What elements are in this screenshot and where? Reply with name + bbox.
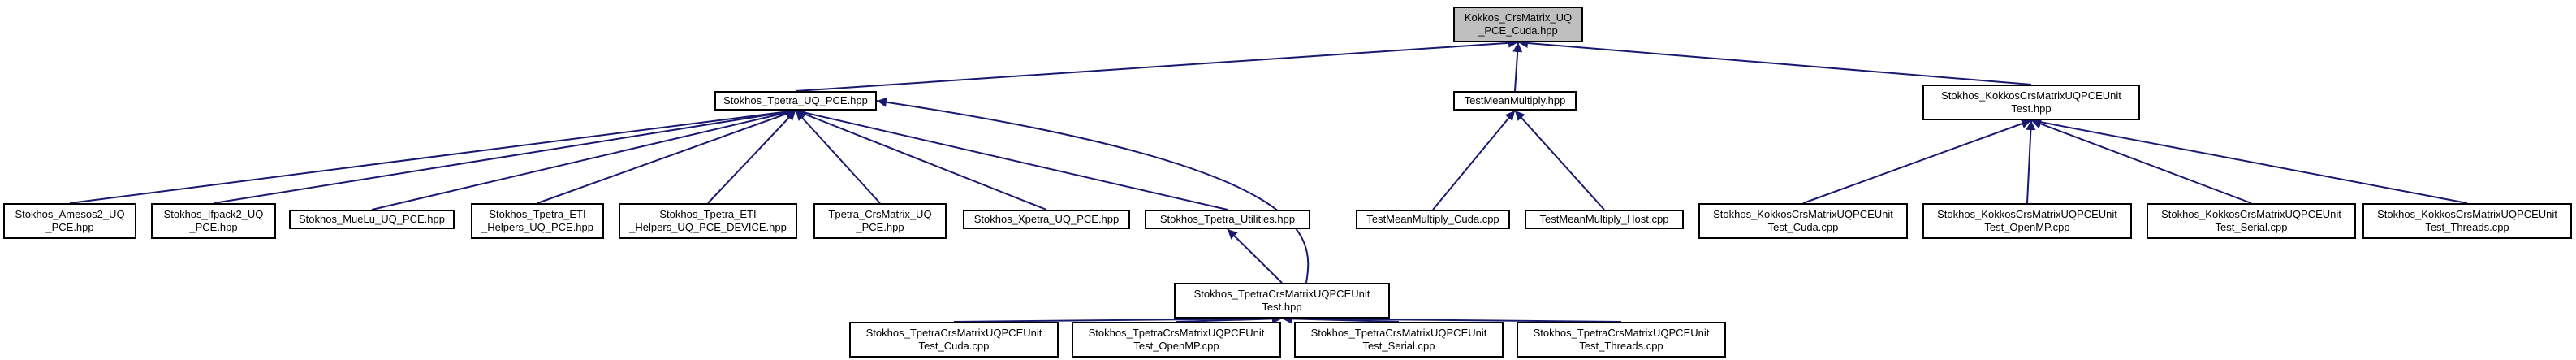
graph-node-label: Stokhos_TpetraCrsMatrixUQPCEUnit [1310,327,1487,339]
graph-node-tpetra-crs[interactable]: Tpetra_CrsMatrix_UQ_PCE.hpp [813,203,947,239]
graph-edge-xpetra-to-tpetra-uq [795,109,1047,210]
graph-node-muelu[interactable]: Stokhos_MueLu_UQ_PCE.hpp [289,210,455,229]
graph-node-label: _PCE.hpp [189,221,238,233]
graph-node-label: Stokhos_KokkosCrsMatrixUQPCEUnit [1937,208,2117,220]
graph-node-label: _Helpers_UQ_PCE_DEVICE.hpp [629,221,787,233]
graph-edge-tpetra-unit-to-tpetra-utils [1227,228,1283,284]
graph-node-label: Kokkos_CrsMatrix_UQ [1464,11,1573,24]
graph-edge-k-cuda-to-kokkos-unit [1802,119,2032,204]
graph-edge-k-threads-to-kokkos-unit [2030,117,2468,204]
graph-node-label: Test_Serial.cpp [1362,340,1435,352]
graph-edge-tpetra-utils-to-tpetra-uq [795,107,1228,210]
graph-edge-meanmult-to-root [1512,41,1523,92]
graph-node-label: _PCE_Cuda.hpp [1478,24,1558,37]
graph-edge-mm-host-to-meanmult [1514,110,1605,210]
graph-edge-mm-cuda-to-meanmult [1432,110,1516,210]
graph-edge-ifpack2-to-tpetra-uq [213,106,796,204]
graph-node-label: Test.hpp [1262,301,1302,313]
graph-node-label: Stokhos_Tpetra_ETI [659,208,757,220]
graph-node-meanmult[interactable]: TestMeanMultiply.hpp [1453,91,1577,111]
graph-node-label: Test_Serial.cpp [2215,221,2288,233]
graph-node-label: Stokhos_KokkosCrsMatrixUQPCEUnit [2161,208,2341,220]
graph-edge-kokkos-unit-to-root [1517,38,2032,85]
graph-node-label: Tpetra_CrsMatrix_UQ [828,208,932,220]
graph-edge-t-openmp-to-tpetra-unit [1176,314,1283,324]
graph-edge-t-threads-to-tpetra-unit [1281,314,1622,324]
graph-node-label: _PCE.hpp [856,221,904,233]
graph-node-label: Test_Cuda.cpp [918,340,990,352]
graph-node-eti-helpers[interactable]: Stokhos_Tpetra_ETI_Helpers_UQ_PCE.hpp [471,203,604,239]
graph-node-label: Stokhos_Amesos2_UQ [15,208,125,220]
graph-node-label: Stokhos_TpetraCrsMatrixUQPCEUnit [1533,327,1710,339]
graph-node-label: Stokhos_Tpetra_ETI [489,208,586,220]
graph-node-root: Kokkos_CrsMatrix_UQ_PCE_Cuda.hpp [1453,7,1583,42]
graph-node-label: TestMeanMultiply.hpp [1464,94,1566,106]
graph-edge-muelu-to-tpetra-uq [371,107,796,210]
graph-node-label: Test_OpenMP.cpp [1133,340,1219,352]
graph-node-label: Test_OpenMP.cpp [1984,221,2070,233]
graph-edge-t-cuda-to-tpetra-unit [953,314,1283,324]
graph-node-label: _Helpers_UQ_PCE.hpp [481,221,594,233]
graph-node-tpetra-uq[interactable]: Stokhos_Tpetra_UQ_PCE.hpp [714,91,877,111]
graph-node-label: Test_Cuda.cpp [1767,221,1839,233]
graph-node-ifpack2[interactable]: Stokhos_Ifpack2_UQ_PCE.hpp [151,203,276,239]
graph-node-label: Stokhos_TpetraCrsMatrixUQPCEUnit [1088,327,1265,339]
graph-node-label: TestMeanMultiply_Cuda.cpp [1366,213,1499,225]
graph-edge-tpetra-crs-to-tpetra-uq [795,110,881,204]
graph-node-label: _PCE.hpp [45,221,94,233]
graph-node-label: Test_Threads.cpp [2425,221,2509,233]
graph-node-mm-cuda[interactable]: TestMeanMultiply_Cuda.cpp [1356,210,1510,229]
graph-node-mm-host[interactable]: TestMeanMultiply_Host.cpp [1525,210,1684,229]
graph-node-label: Stokhos_Tpetra_Utilities.hpp [1159,213,1296,225]
graph-node-amesos2[interactable]: Stokhos_Amesos2_UQ_PCE.hpp [3,203,136,239]
graph-edge-eti-helpers-device-to-tpetra-uq [707,110,796,204]
graph-node-eti-helpers-device[interactable]: Stokhos_Tpetra_ETI_Helpers_UQ_PCE_DEVICE… [619,203,797,239]
graph-node-label: Stokhos_Ifpack2_UQ [163,208,264,220]
graph-edge-k-serial-to-kokkos-unit [2030,119,2252,204]
graph-node-label: Stokhos_KokkosCrsMatrixUQPCEUnit [2377,208,2557,220]
graph-node-label: Stokhos_KokkosCrsMatrixUQPCEUnit [1713,208,1893,220]
graph-node-label: Test.hpp [2011,102,2052,115]
graph-edge-k-openmp-to-kokkos-unit [2026,119,2036,204]
graph-node-tpetra-utils[interactable]: Stokhos_Tpetra_Utilities.hpp [1145,210,1310,229]
graph-edge-tpetra-uq-to-root [795,37,1519,92]
graph-edge-amesos2-to-tpetra-uq [69,106,796,204]
graph-node-label: TestMeanMultiply_Host.cpp [1539,213,1669,225]
graph-edge-tpetra-unit-to-tpetra-uq [876,97,1310,284]
graph-node-label: Stokhos_MueLu_UQ_PCE.hpp [299,213,445,225]
graph-node-label: Stokhos_KokkosCrsMatrixUQPCEUnit [1941,89,2121,102]
graph-node-label: Stokhos_Xpetra_UQ_PCE.hpp [973,213,1120,225]
graph-node-label: Stokhos_Tpetra_UQ_PCE.hpp [723,94,868,106]
graph-node-xpetra[interactable]: Stokhos_Xpetra_UQ_PCE.hpp [963,210,1130,229]
graph-node-label: Test_Threads.cpp [1579,340,1663,352]
graph-node-label: Stokhos_TpetraCrsMatrixUQPCEUnit [1193,288,1370,300]
graph-node-label: Stokhos_TpetraCrsMatrixUQPCEUnit [865,327,1042,339]
graph-edge-eti-helpers-to-tpetra-uq [537,109,796,204]
